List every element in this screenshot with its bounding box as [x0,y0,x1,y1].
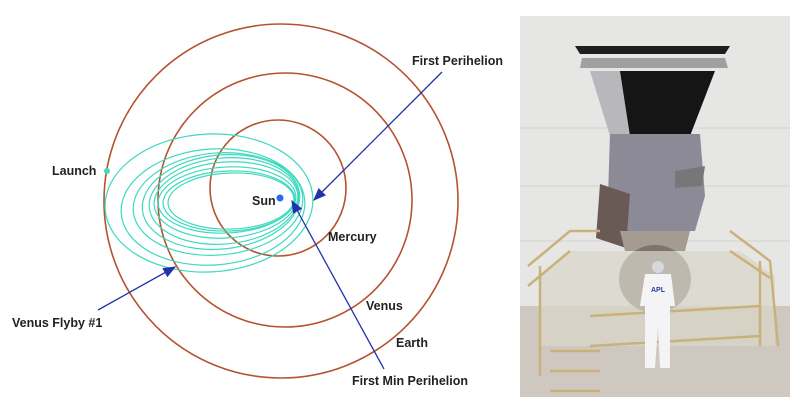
sun-icon [276,194,284,202]
mercury-orbit [209,119,347,257]
launch-label: Launch [52,164,96,178]
first-perihelion-label: First Perihelion [412,54,503,68]
venus-orbit [157,72,413,328]
launch-point [104,168,110,174]
first-min-perihelion-label: First Min Perihelion [352,374,468,388]
orbit-diagram: Launch Sun Mercury Venus Earth First Per… [12,23,503,388]
sun-label: Sun [252,194,276,208]
first-perihelion-arrow [313,71,443,201]
first-min-perihelion-arrow [291,199,385,370]
venus-flyby-arrow [97,266,177,311]
earth-label: Earth [396,336,428,350]
venus-label: Venus [366,299,403,313]
venus-flyby-label: Venus Flyby #1 [12,316,102,330]
apl-badge: APL [651,287,666,294]
earth-orbit [103,23,459,379]
spacecraft-trajectory [104,133,314,273]
spacecraft-photo: APL [520,16,790,397]
mercury-label: Mercury [328,230,377,244]
